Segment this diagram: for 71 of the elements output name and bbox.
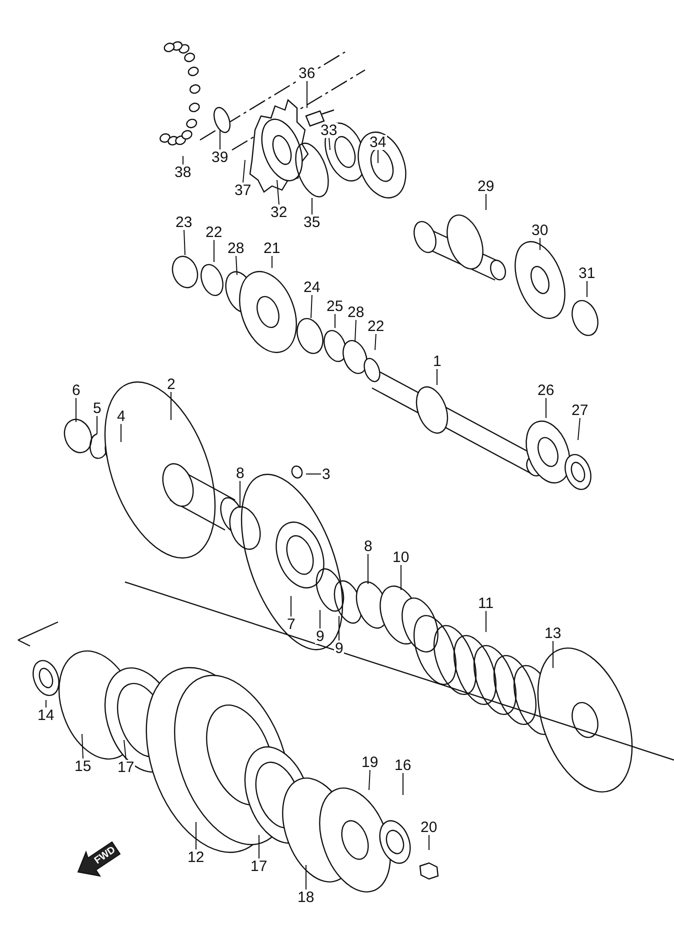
callout-number: 18	[296, 890, 316, 904]
leader-line	[306, 80, 308, 108]
leader-line	[242, 160, 246, 183]
callout-number: 17	[116, 760, 136, 774]
leader-line	[236, 255, 238, 276]
callout-number: 20	[420, 820, 438, 834]
callout-number: 22	[204, 224, 224, 240]
callout-number: 8	[363, 538, 374, 554]
callout-number: 23	[174, 214, 194, 230]
callout-number: 9	[334, 640, 344, 656]
callout-number: 26	[536, 382, 556, 398]
leader-line	[310, 294, 312, 318]
callout-number: 24	[302, 280, 322, 294]
callout-number: 1	[432, 354, 442, 368]
callout-number: 3	[321, 466, 332, 482]
callout-number: 19	[360, 754, 380, 770]
leader-line	[400, 564, 402, 590]
callout-number: 28	[226, 240, 246, 256]
callout-number: 22	[366, 318, 386, 334]
direction-label: FWD	[93, 845, 118, 867]
leader-line	[184, 229, 186, 256]
callout-number: 10	[392, 550, 410, 564]
callout-number: 8	[235, 466, 246, 480]
leader-line	[402, 772, 404, 796]
callout-number: 39	[210, 150, 230, 164]
leader-line	[328, 137, 330, 150]
leader-line	[428, 834, 430, 850]
callout-number: 29	[476, 178, 496, 194]
callout-number: 15	[74, 758, 92, 774]
leader-line	[124, 740, 126, 760]
callout-number: 16	[394, 758, 412, 772]
callout-number: 7	[286, 616, 296, 632]
leader-line	[96, 415, 98, 434]
callout-number: 32	[270, 204, 288, 220]
leader-line	[374, 333, 376, 350]
callout-number: 11	[477, 596, 495, 610]
leader-line	[258, 834, 260, 859]
leader-line	[368, 769, 370, 790]
callout-number: 6	[71, 382, 82, 398]
callout-number: 13	[544, 626, 562, 640]
leader-line	[290, 596, 292, 617]
callout-number: 12	[186, 850, 206, 864]
callout-number: 38	[174, 164, 192, 180]
callout-number: 27	[570, 402, 590, 418]
leader-line	[182, 156, 184, 165]
callout-number: 33	[320, 122, 338, 138]
callout-number: 25	[326, 298, 344, 314]
callout-number: 17	[250, 858, 268, 874]
leader-line	[436, 368, 438, 386]
callout-number: 30	[530, 222, 550, 238]
leader-line	[276, 180, 280, 205]
callout-number: 36	[298, 66, 316, 80]
leader-line	[338, 616, 340, 641]
leader-line	[586, 280, 588, 298]
callout-number: 9	[315, 628, 326, 644]
callout-number: 37	[234, 182, 252, 198]
callout-number: 4	[116, 408, 126, 424]
callout-number: 31	[578, 266, 596, 280]
callout-number: 5	[92, 400, 102, 416]
leader-line	[82, 734, 84, 759]
callout-number: 14	[36, 708, 56, 722]
leader-line	[170, 391, 172, 420]
leader-line	[120, 423, 122, 442]
callout-number: 21	[262, 240, 282, 256]
leader-line	[334, 313, 336, 328]
callout-number: 35	[302, 214, 322, 230]
callout-number: 28	[346, 304, 366, 320]
leader-line	[354, 319, 356, 342]
leader-line	[578, 417, 580, 440]
leader-line	[552, 640, 554, 668]
callout-number: 2	[166, 376, 176, 392]
